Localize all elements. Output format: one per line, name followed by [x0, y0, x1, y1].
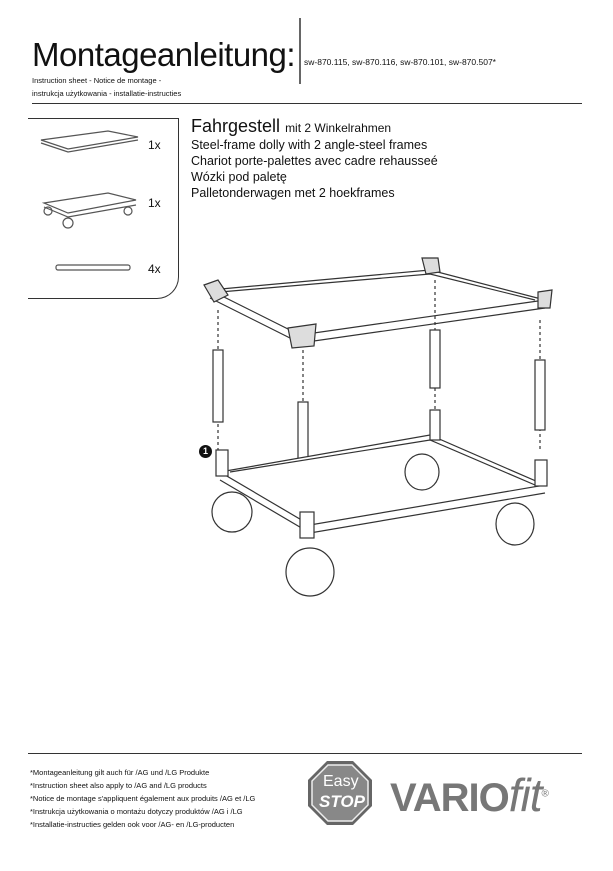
product-line: Wózki pod paletę — [191, 170, 287, 184]
footnote: *Notice de montage s'appliquent égalemen… — [30, 794, 256, 803]
product-title: Fahrgestell mit 2 Winkelrahmen — [191, 116, 391, 137]
wheels — [211, 453, 535, 597]
footnote: *Installatie-instructies gelden ook voor… — [30, 820, 235, 829]
brand-text: fit — [508, 769, 543, 821]
brand-text: VARIO — [390, 776, 510, 820]
part-qty: 4x — [148, 262, 161, 276]
part-qty: 1x — [148, 138, 161, 152]
product-title-main: Fahrgestell — [191, 116, 281, 136]
divider — [299, 18, 301, 84]
subtitle: instrukcja użytkowania - installatie-ins… — [32, 89, 182, 98]
product-line: Steel-frame dolly with 2 angle-steel fra… — [191, 138, 428, 152]
easystop-logo: Easy STOP — [307, 760, 373, 826]
assembly-illustration — [203, 257, 553, 597]
chassis-icon — [41, 192, 137, 229]
parts-illustrations — [40, 130, 139, 271]
page-title: Montageanleitung: — [32, 36, 296, 73]
footnote: *Montageanleitung gilt auch für /AG und … — [30, 768, 210, 777]
product-line: Chariot porte-palettes avec cadre rehaus… — [191, 154, 438, 168]
registered-mark: ® — [541, 788, 549, 800]
subtitle: Instruction sheet - Notice de montage - — [32, 76, 162, 85]
easystop-text: Easy — [323, 773, 359, 790]
divider — [28, 118, 178, 119]
part-qty: 1x — [148, 196, 161, 210]
product-title-suffix: mit 2 Winkelrahmen — [285, 121, 392, 135]
footnote: *Instrukcja użytkowania o montażu dotycz… — [30, 807, 243, 816]
model-numbers: sw-870.115, sw-870.116, sw-870.101, sw-8… — [304, 57, 496, 67]
divider — [32, 103, 582, 104]
angle-frame-icon — [40, 130, 139, 153]
divider — [28, 753, 582, 754]
post-icon — [55, 264, 131, 271]
chassis — [215, 409, 548, 539]
top-frame — [203, 257, 553, 349]
footnote: *Instruction sheet also apply to /AG and… — [30, 781, 207, 790]
step-number: 1 — [199, 445, 212, 458]
easystop-text: STOP — [319, 792, 365, 811]
parts-list — [28, 118, 179, 299]
product-line: Palletonderwagen met 2 hoekframes — [191, 186, 395, 200]
posts-solid — [212, 329, 546, 483]
variofit-logo: VARIOfit® — [390, 768, 549, 822]
